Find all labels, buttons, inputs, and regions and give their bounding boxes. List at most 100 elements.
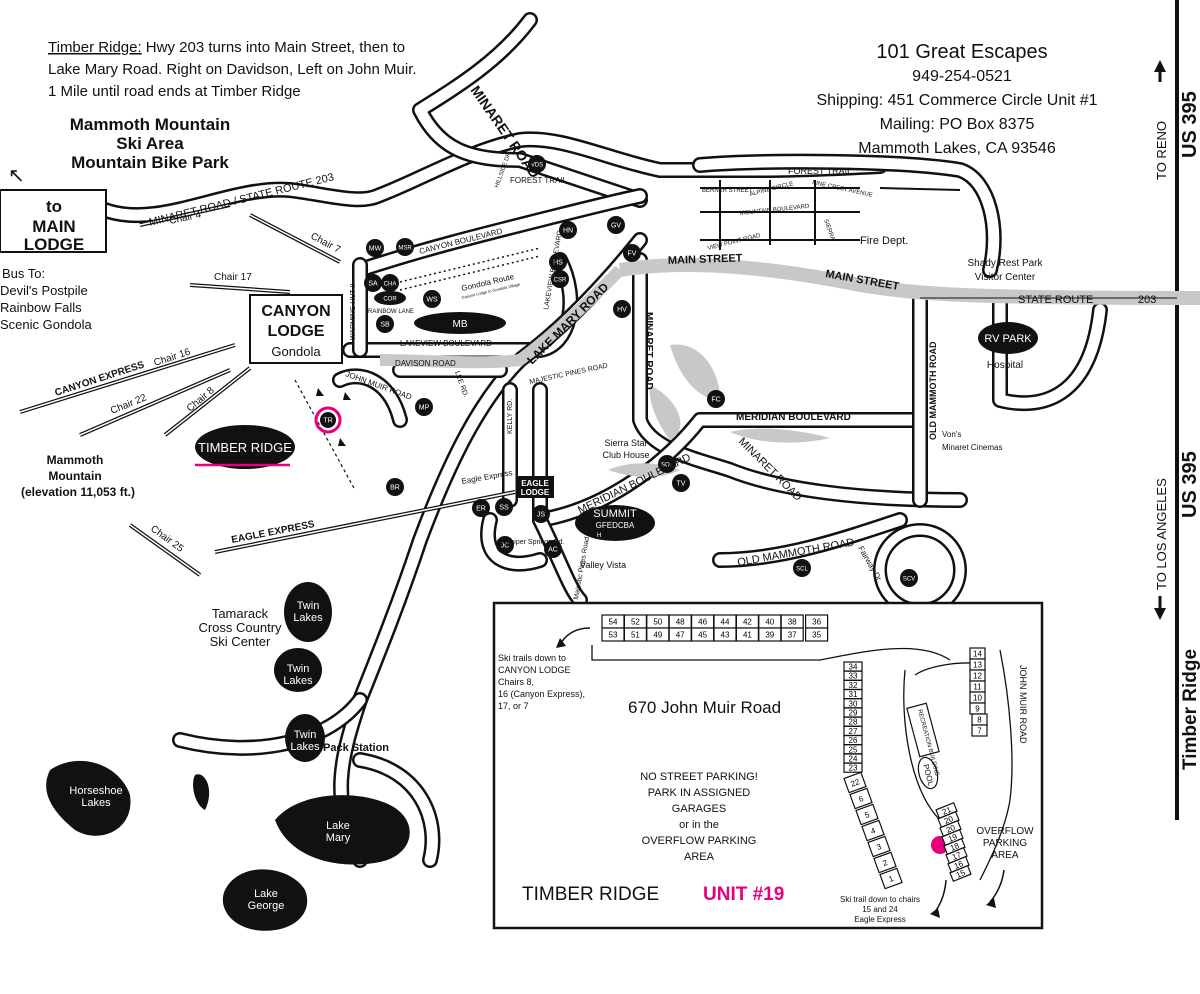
pool bbox=[917, 756, 939, 790]
road-warming-hut: WARMING HUT II bbox=[350, 284, 357, 340]
place-tamarack-3: Ski Center bbox=[210, 634, 271, 649]
road-pine-crest: PINE CREST AVENUE bbox=[812, 180, 873, 199]
unit-51: 51 bbox=[623, 627, 648, 642]
badge-label: AC bbox=[548, 547, 558, 554]
chairlifts bbox=[19, 203, 516, 577]
badge-label: WS bbox=[426, 297, 438, 304]
badge-ss: SS bbox=[495, 498, 513, 516]
svg-text:9: 9 bbox=[975, 705, 980, 714]
bus-line1: Bus To: bbox=[2, 266, 45, 281]
badge-label: TV bbox=[677, 481, 686, 488]
svg-text:Timber Ridge: Hwy 203 turns in: Timber Ridge: Hwy 203 turns into Main St… bbox=[48, 39, 405, 56]
lake-mary-b: Mary bbox=[326, 832, 351, 844]
twin-lakes-1 bbox=[284, 582, 332, 642]
inset-overflow-1: OVERFLOW bbox=[976, 826, 1034, 837]
road-rainbow-lane: RAINBOW LANE bbox=[368, 309, 414, 315]
svg-text:1: 1 bbox=[888, 874, 896, 884]
road-state-route: STATE ROUTE bbox=[1018, 294, 1093, 306]
svg-text:20: 20 bbox=[945, 823, 957, 835]
road-juniper-springs: Juniper Springs Rd. bbox=[503, 539, 565, 546]
bus-line2: Devil's Postpile bbox=[0, 283, 88, 298]
bus-line3: Rainbow Falls bbox=[0, 300, 82, 315]
company-phone: 949-254-0521 bbox=[912, 68, 1012, 85]
svg-text:22: 22 bbox=[849, 777, 861, 789]
place-hospital: Hospital bbox=[987, 360, 1023, 371]
svg-text:12: 12 bbox=[973, 672, 982, 681]
place-pack-station: Pack Station bbox=[323, 742, 389, 754]
inset-unit: UNIT #19 bbox=[703, 884, 784, 905]
svg-text:52: 52 bbox=[631, 618, 640, 627]
badge-csr: CSR bbox=[551, 270, 569, 288]
unit-41: 41 bbox=[735, 627, 760, 642]
road-davison: DAVISON ROAD bbox=[395, 359, 456, 368]
badge-hv: HV bbox=[613, 300, 631, 318]
lake-twin-1a: Twin bbox=[297, 600, 320, 612]
svg-text:2: 2 bbox=[882, 858, 890, 868]
svg-text:3: 3 bbox=[876, 842, 884, 852]
svg-text:49: 49 bbox=[653, 631, 662, 640]
svg-text:51: 51 bbox=[631, 631, 640, 640]
unit-25: 25 bbox=[843, 744, 863, 755]
badge-label: JC bbox=[501, 543, 510, 550]
unit-10: 10 bbox=[969, 691, 986, 704]
ski-area-line1: Mammoth Mountain bbox=[70, 115, 231, 134]
unit-47: 47 bbox=[668, 627, 692, 642]
unit-39: 39 bbox=[758, 627, 782, 642]
badge-jc: JC bbox=[496, 536, 514, 554]
svg-text:7: 7 bbox=[977, 727, 982, 736]
unit-22: 22 bbox=[843, 771, 867, 794]
lake-twin-1b: Lakes bbox=[293, 612, 323, 624]
inset-address: 670 John Muir Road bbox=[628, 698, 781, 717]
unit-30: 30 bbox=[843, 698, 863, 709]
svg-text:23: 23 bbox=[849, 764, 858, 773]
inset-trails-3: Chairs 8, bbox=[498, 677, 534, 687]
badge-label: HN bbox=[563, 228, 573, 235]
lake-horseshoe-b: Lakes bbox=[81, 797, 111, 809]
badge-label: FV bbox=[628, 251, 637, 258]
unit-43: 43 bbox=[713, 627, 737, 642]
unit-8: 8 bbox=[971, 713, 988, 726]
road-lakeview-blvd: LAKEVIEW BOULEVARD bbox=[400, 339, 492, 348]
place-vons: Von's bbox=[942, 430, 961, 439]
svg-text:25: 25 bbox=[849, 745, 858, 754]
svg-text:14: 14 bbox=[973, 650, 982, 659]
road-old-mammoth-v: OLD MAMMOTH ROAD bbox=[928, 341, 938, 440]
badge-mw: MW bbox=[366, 239, 384, 257]
us-395-highway bbox=[1154, 0, 1179, 820]
to-reno: TO RENO bbox=[1154, 121, 1169, 180]
badge-label: SS bbox=[499, 505, 509, 512]
unit-1: 1 bbox=[879, 867, 903, 890]
place-tamarack-2: Cross Country bbox=[198, 620, 282, 635]
unit-26: 26 bbox=[843, 734, 863, 746]
horseshoe-lakes bbox=[46, 760, 131, 836]
road-mountain-blvd: MOUNTAIN BOULEVARD bbox=[740, 204, 811, 217]
inset-overflow-2: PARKING bbox=[983, 838, 1027, 849]
lake-twin-3a: Twin bbox=[294, 729, 317, 741]
place-rv-park: RV PARK bbox=[984, 333, 1032, 345]
timber-ridge-oval bbox=[195, 425, 295, 469]
lakes bbox=[46, 582, 410, 931]
inset-trail-down-1: Ski trail down to chairs bbox=[840, 895, 920, 904]
badge-label: MW bbox=[369, 246, 382, 253]
to-los-angeles: TO LOS ANGELES bbox=[1154, 478, 1169, 590]
place-cinemas: Minaret Cinemas bbox=[942, 443, 1002, 452]
inset-trails-1: Ski trails down to bbox=[498, 653, 566, 663]
unit-34: 34 bbox=[843, 661, 863, 672]
timber-ridge-label: TIMBER RIDGE bbox=[198, 440, 292, 455]
badge-sa: SA bbox=[364, 274, 382, 292]
svg-text:18: 18 bbox=[949, 841, 961, 853]
company-mailing: Mailing: PO Box 8375 bbox=[880, 116, 1035, 133]
road-state-route-num: 203 bbox=[1138, 294, 1156, 306]
badge-msr: MSR bbox=[396, 238, 414, 256]
inset-parking-5: OVERFLOW PARKING bbox=[642, 835, 757, 847]
badge-sol: SOL bbox=[658, 455, 676, 473]
inset-parking-2: PARK IN ASSIGNED bbox=[648, 787, 751, 799]
svg-text:53: 53 bbox=[609, 631, 618, 640]
place-sierra-star-1: Sierra Star bbox=[604, 438, 647, 448]
eagle-lodge-line1: EAGLE bbox=[521, 479, 549, 488]
road-meridian-blvd: MERIDIAN BOULEVARD bbox=[736, 412, 851, 423]
svg-text:48: 48 bbox=[676, 618, 685, 627]
svg-text:47: 47 bbox=[676, 631, 685, 640]
lodge-ovals bbox=[195, 312, 1038, 541]
